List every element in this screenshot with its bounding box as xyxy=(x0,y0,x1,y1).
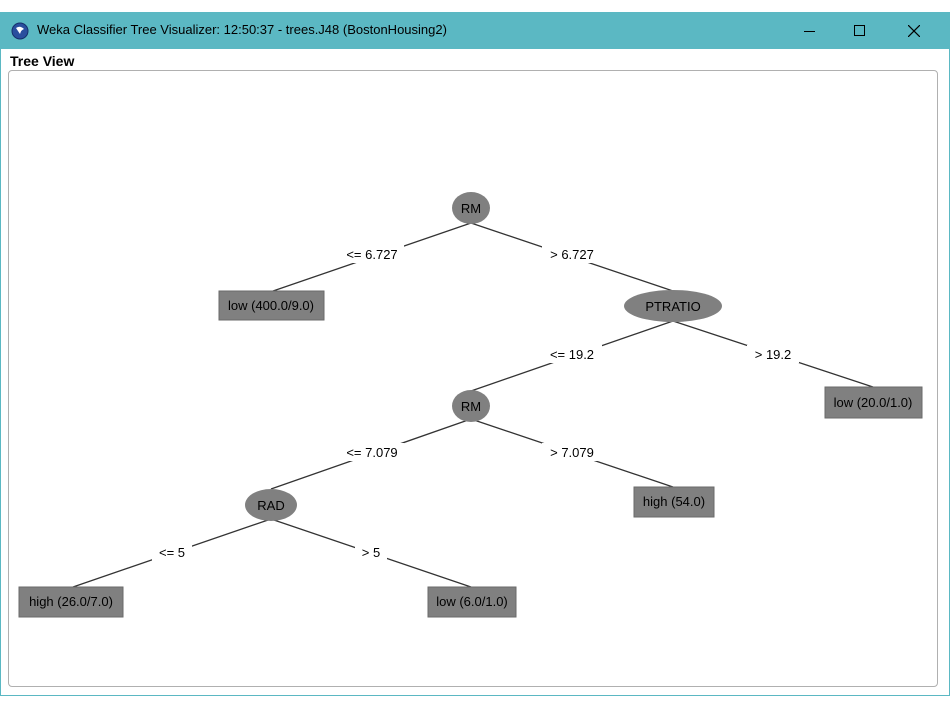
tree-view-panel[interactable] xyxy=(8,70,938,687)
svg-text:> 6.727: > 6.727 xyxy=(550,247,594,262)
svg-text:high (54.0): high (54.0) xyxy=(643,494,705,509)
node-ptratio[interactable]: PTRATIO xyxy=(624,290,722,322)
minimize-button[interactable] xyxy=(787,13,833,49)
node-rm-second[interactable]: RM xyxy=(452,390,490,422)
svg-text:<= 6.727: <= 6.727 xyxy=(346,247,397,262)
title-bar[interactable]: Weka Classifier Tree Visualizer: 12:50:3… xyxy=(1,13,949,49)
svg-text:RAD: RAD xyxy=(257,498,284,513)
node-rm-root[interactable]: RM xyxy=(452,192,490,224)
edge-label-6: > 7.079 xyxy=(542,443,602,461)
edge-label-5: <= 7.079 xyxy=(340,443,404,461)
close-icon xyxy=(908,25,920,37)
svg-text:<= 19.2: <= 19.2 xyxy=(550,347,594,362)
leaf-low-6[interactable]: low (6.0/1.0) xyxy=(427,586,517,618)
edge-label-7: <= 5 xyxy=(152,543,192,561)
maximize-button[interactable] xyxy=(837,13,883,49)
svg-text:> 7.079: > 7.079 xyxy=(550,445,594,460)
leaf-low-400[interactable]: low (400.0/9.0) xyxy=(218,290,325,321)
svg-text:high (26.0/7.0): high (26.0/7.0) xyxy=(29,594,113,609)
svg-text:low (6.0/1.0): low (6.0/1.0) xyxy=(436,594,508,609)
leaf-high-54[interactable]: high (54.0) xyxy=(633,486,715,518)
close-button[interactable] xyxy=(891,13,937,49)
minimize-icon xyxy=(804,31,815,32)
maximize-icon xyxy=(854,25,865,36)
decision-tree: <= 6.727 > 6.727 <= 19.2 > 19.2 <= 7.079… xyxy=(18,192,923,618)
svg-text:<= 7.079: <= 7.079 xyxy=(346,445,397,460)
svg-text:RM: RM xyxy=(461,201,481,216)
svg-text:low (400.0/9.0): low (400.0/9.0) xyxy=(228,298,314,313)
weka-app-icon xyxy=(11,22,29,40)
edge-label-4: > 19.2 xyxy=(747,345,799,363)
edge-label-8: > 5 xyxy=(355,543,387,561)
svg-text:<= 5: <= 5 xyxy=(159,545,185,560)
svg-text:PTRATIO: PTRATIO xyxy=(645,299,700,314)
edge-label-1: <= 6.727 xyxy=(340,245,404,263)
svg-text:> 5: > 5 xyxy=(362,545,380,560)
svg-text:low (20.0/1.0): low (20.0/1.0) xyxy=(834,395,913,410)
svg-text:RM: RM xyxy=(461,399,481,414)
svg-text:> 19.2: > 19.2 xyxy=(755,347,792,362)
edge-label-3: <= 19.2 xyxy=(542,345,602,363)
tree-view-label: Tree View xyxy=(10,53,75,69)
leaf-high-26[interactable]: high (26.0/7.0) xyxy=(18,586,124,618)
tree-visualizer-window: Weka Classifier Tree Visualizer: 12:50:3… xyxy=(0,12,950,696)
window-title: Weka Classifier Tree Visualizer: 12:50:3… xyxy=(37,22,447,37)
edge-label-2: > 6.727 xyxy=(542,245,602,263)
node-rad[interactable]: RAD xyxy=(245,489,297,521)
leaf-low-20[interactable]: low (20.0/1.0) xyxy=(824,386,923,419)
